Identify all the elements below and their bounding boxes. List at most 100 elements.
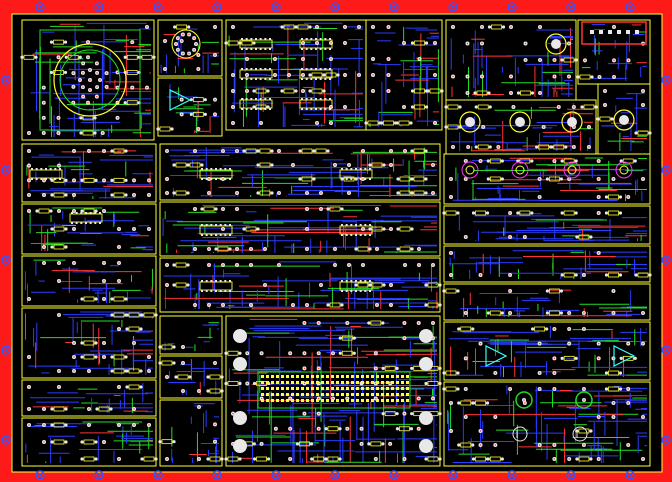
pad	[154, 457, 158, 461]
pad	[648, 273, 652, 277]
pad	[444, 125, 448, 129]
ic-pin	[201, 280, 203, 282]
ic-pin	[215, 234, 217, 236]
op-amp-icon	[169, 89, 192, 111]
pad-hole	[118, 280, 120, 282]
pad	[442, 371, 446, 375]
pad-hole	[509, 290, 511, 292]
pad-hole	[642, 312, 644, 314]
breadboard-hole	[386, 399, 389, 402]
pad-hole	[118, 262, 120, 264]
pad-hole	[362, 178, 364, 180]
resistor-body	[563, 355, 575, 361]
pad-hole	[103, 298, 105, 300]
breadboard-hole	[311, 387, 314, 390]
pad-hole	[318, 352, 320, 354]
pad	[294, 25, 298, 29]
breadboard-hole	[281, 393, 284, 396]
pad-hole	[642, 104, 644, 106]
pad-hole	[43, 86, 45, 89]
breadboard-hole	[286, 393, 289, 396]
ic-pin	[324, 108, 327, 110]
pad-hole	[466, 92, 469, 94]
ic-pin	[210, 224, 213, 226]
pad-hole	[188, 33, 190, 36]
pad	[242, 149, 246, 153]
ic-pin	[359, 178, 362, 180]
resistor-body	[126, 54, 138, 60]
breadboard-hole	[301, 393, 304, 396]
pad-hole	[387, 74, 390, 76]
pad-hole	[346, 322, 348, 324]
pad	[64, 440, 68, 444]
pad	[368, 227, 372, 231]
resistor-body	[83, 177, 95, 183]
pad	[610, 117, 614, 121]
resistor-body	[192, 111, 204, 117]
pad-hole	[450, 252, 452, 254]
pad	[266, 457, 271, 461]
ic-pin	[319, 108, 322, 110]
pad	[456, 211, 460, 215]
pad-hole	[452, 26, 454, 28]
ic-pin	[229, 224, 231, 226]
pad	[471, 401, 476, 405]
pad-hole	[372, 58, 374, 60]
mounting-hole-icon	[661, 435, 671, 445]
pad-hole	[524, 402, 526, 404]
mounting-hole-icon	[94, 470, 104, 480]
pad-hole	[148, 370, 150, 372]
pad	[152, 55, 156, 59]
ring-inner	[515, 165, 525, 175]
mounting-hole-icon	[271, 470, 281, 480]
resistor-body	[413, 148, 425, 154]
ic-pin	[71, 222, 73, 224]
pad	[410, 247, 414, 251]
pad	[158, 440, 162, 444]
pad-hole	[57, 56, 60, 58]
breadboard-hole	[391, 375, 394, 378]
breadboard-hole	[346, 393, 349, 396]
breadboard-hole	[371, 393, 374, 396]
pad	[50, 407, 54, 411]
pad-hole	[612, 416, 615, 418]
resistor-body	[489, 310, 501, 316]
pad	[410, 412, 414, 416]
pad-hole	[208, 304, 210, 306]
op-amp-icon	[613, 345, 636, 367]
pad	[474, 145, 478, 149]
ic-pin	[305, 68, 308, 70]
pad-hole	[43, 132, 45, 134]
ic-pin	[264, 68, 267, 70]
ic-pin	[364, 224, 367, 226]
pad	[93, 116, 97, 120]
pad	[203, 112, 207, 116]
breadboard-hole	[361, 375, 364, 378]
mounting-hole-center	[156, 473, 160, 477]
pad	[189, 112, 193, 116]
pad-hole	[214, 54, 216, 56]
pad	[80, 341, 84, 345]
ic-pin	[201, 290, 203, 292]
header-pin	[590, 30, 594, 34]
pad	[604, 273, 609, 277]
pad-hole	[82, 95, 84, 98]
pad-hole	[465, 416, 467, 418]
resistor-body	[578, 234, 590, 240]
breadboard-hole	[296, 375, 299, 378]
ic-pin	[364, 168, 367, 170]
resistor-body	[128, 326, 140, 332]
resistor-body	[399, 176, 411, 182]
op-amp-icon	[485, 345, 508, 367]
pad-hole	[390, 304, 392, 306]
pad	[424, 149, 428, 153]
pad	[123, 101, 127, 105]
pad	[298, 149, 302, 153]
breadboard-hole	[331, 387, 334, 390]
ic-pin	[259, 108, 262, 110]
pad-hole	[404, 264, 406, 266]
pad-hole	[194, 304, 196, 306]
resistor-body	[128, 312, 140, 318]
pad-hole	[175, 43, 177, 45]
breadboard-hole	[301, 399, 304, 402]
